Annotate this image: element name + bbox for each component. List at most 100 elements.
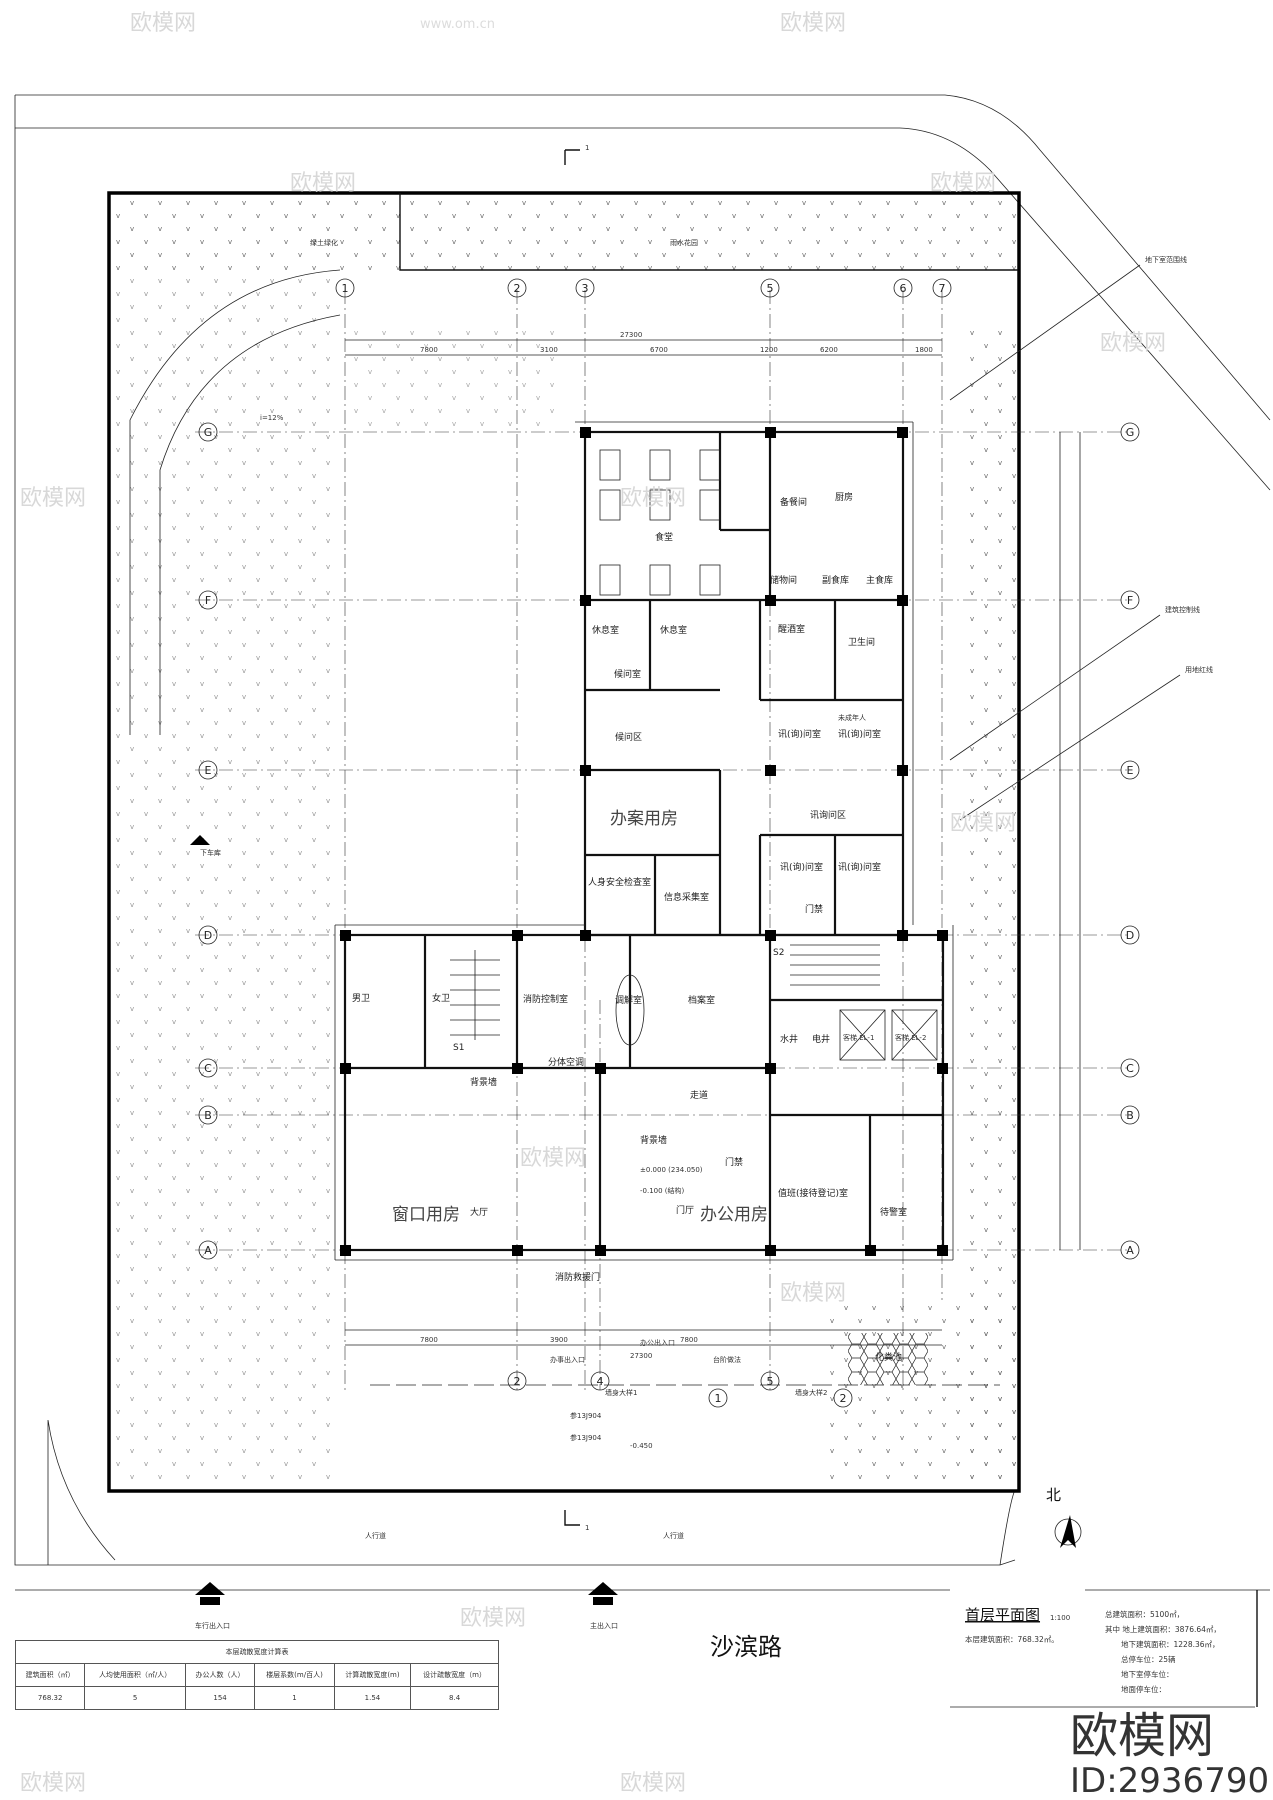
room-kitchen: 厨房 [835, 491, 853, 503]
svg-text:地下室停车位：: 地下室停车位： [1121, 1669, 1174, 1679]
room-duty: 值班(接待登记)室 [778, 1187, 848, 1199]
svg-text:D: D [1126, 929, 1134, 942]
minor-label: 未成年人 [838, 713, 866, 722]
svg-text:参13J904: 参13J904 [570, 1411, 602, 1420]
courtyard-edge [399, 193, 1018, 271]
room-labels: 食堂 备餐间 厨房 储物间 副食库 主食库 醒酒室 卫生间 休息室 休息室 候问… [352, 491, 926, 1363]
vehicle-entrance-arrow-icon [195, 1582, 225, 1605]
svg-text:27300: 27300 [630, 1352, 652, 1360]
svg-text:3: 3 [582, 282, 589, 295]
room-waiting-area: 候问区 [615, 731, 642, 743]
main-entrance-arrow-icon [588, 1582, 618, 1605]
svg-text:2: 2 [514, 1375, 521, 1388]
sidewalk-right: 人行道 [663, 1531, 684, 1540]
axis-col-top: 1 2 3 5 6 7 [335, 278, 952, 298]
svg-text:1800: 1800 [915, 346, 933, 354]
site-red-line [107, 191, 1021, 1493]
corridor-label: 走道 [690, 1089, 708, 1101]
svg-text:7: 7 [939, 282, 946, 295]
svg-text:2: 2 [514, 282, 521, 295]
bg-wall-2: 背景墙 [640, 1134, 667, 1146]
access-control-label: 门禁 [805, 903, 823, 915]
svg-text:27300: 27300 [620, 331, 642, 339]
table-header-row: 建筑面积（㎡） 人均使用面积（㎡/人） 办公人数（人） 楼层系数(m/百人) 计… [14, 1663, 499, 1687]
room-rest-1: 休息室 [592, 624, 619, 636]
stairs-and-elevators [450, 449, 938, 1061]
header-cell: 设计疏散宽度（m） [410, 1663, 499, 1687]
svg-text:A: A [1126, 1244, 1134, 1257]
building-walls [334, 421, 954, 1261]
svg-text:欧模网: 欧模网 [130, 11, 196, 36]
room-waiting: 候问室 [614, 668, 641, 680]
svg-text:欧模网: 欧模网 [930, 171, 996, 196]
elevator-1-label: 客梯 EL-1 [843, 1033, 874, 1042]
room-pantry: 备餐间 [780, 496, 807, 508]
svg-text:6700: 6700 [650, 346, 668, 354]
value-cell: 768.32 [14, 1686, 86, 1710]
level-mark: ±0.000 (234.050) [640, 1166, 703, 1174]
svg-text:B: B [1126, 1109, 1134, 1122]
header-cell: 建筑面积（㎡） [14, 1663, 86, 1687]
room-lobby: 门厅 [676, 1204, 694, 1216]
room-staple: 主食库 [866, 574, 893, 586]
floor-area-note: 本层建筑面积：768.32㎡。 [965, 1634, 1059, 1644]
stair-s1-label: S1 [453, 1043, 464, 1053]
svg-text:地下室范围线: 地下室范围线 [1145, 255, 1187, 264]
section-marks: 1 1 [564, 144, 589, 1532]
room-fire-control: 消防控制室 [523, 993, 568, 1005]
table-row: 768.32 5 154 1 1.54 8.4 [14, 1686, 499, 1710]
dimension-lines: 27300 7800 3100 6700 1200 6200 1800 7800… [345, 331, 1081, 1360]
sidewalk-left: 人行道 [365, 1531, 386, 1540]
svg-text:办公出入口: 办公出入口 [640, 1338, 675, 1347]
svg-text:A: A [204, 1244, 212, 1257]
svg-text:参13J904: 参13J904 [570, 1433, 602, 1442]
svg-text:其中 地上建筑面积：3876.64㎡，: 其中 地上建筑面积：3876.64㎡， [1105, 1624, 1221, 1634]
svg-text:-0.450: -0.450 [630, 1442, 653, 1450]
room-mediation: 调解室 [615, 994, 642, 1006]
svg-text:欧模网: 欧模网 [780, 11, 846, 36]
svg-text:办事出入口: 办事出入口 [550, 1355, 585, 1364]
svg-text:欧模网: 欧模网 [20, 486, 86, 511]
svg-text:地下建筑面积：1228.36㎡，: 地下建筑面积：1228.36㎡， [1121, 1639, 1220, 1649]
stair-s2 [790, 944, 880, 986]
vehicle-entrance-label: 车行出入口 [195, 1621, 230, 1630]
room-hall: 大厅 [470, 1206, 488, 1218]
room-water-shaft: 水井 [780, 1033, 798, 1045]
access-control-2: 门禁 [725, 1156, 743, 1168]
svg-text:墙身大样2: 墙身大样2 [795, 1388, 827, 1397]
septic-label: 化粪池 [875, 1351, 902, 1363]
svg-text:www.om.cn: www.om.cn [420, 17, 495, 32]
svg-text:5: 5 [767, 282, 774, 295]
elevator-2-label: 客梯 EL-2 [895, 1033, 926, 1042]
svg-text:1: 1 [585, 1524, 589, 1532]
svg-text:地面停车位：: 地面停车位： [1121, 1684, 1166, 1694]
svg-text:欧模网: 欧模网 [290, 171, 356, 196]
bg-wall-1: 背景墙 [470, 1076, 497, 1088]
room-interrogation-4: 讯(询)问室 [838, 861, 881, 873]
north-arrow-icon: 北 [1046, 1486, 1082, 1548]
table-title: 本层疏散宽度计算表 [15, 1640, 499, 1664]
svg-text:F: F [1127, 594, 1133, 607]
room-non-staple: 副食库 [822, 574, 849, 586]
value-cell: 154 [184, 1686, 256, 1710]
room-elec-shaft: 电井 [812, 1033, 830, 1045]
svg-text:G: G [204, 426, 213, 439]
svg-text:D: D [204, 929, 212, 942]
title-block: 首层平面图 1:100 本层建筑面积：768.32㎡。 总建筑面积：5100㎡，… [950, 1590, 1258, 1708]
header-cell: 办公人数（人） [184, 1663, 256, 1687]
svg-text:欧模网: 欧模网 [950, 811, 1016, 836]
stair-s1 [450, 950, 500, 1040]
svg-text:i=12%: i=12% [260, 414, 284, 422]
fire-door-label: 消防救援门 [555, 1271, 600, 1283]
svg-text:欧模网: 欧模网 [620, 1771, 686, 1796]
svg-text:4: 4 [597, 1375, 604, 1388]
svg-text:用地红线: 用地红线 [1185, 665, 1213, 674]
svg-text:下车库: 下车库 [200, 848, 221, 857]
svg-text:E: E [205, 764, 212, 777]
header-cell: 楼层系数(m/百人) [254, 1663, 335, 1687]
svg-text:欧模网: 欧模网 [1100, 331, 1166, 356]
